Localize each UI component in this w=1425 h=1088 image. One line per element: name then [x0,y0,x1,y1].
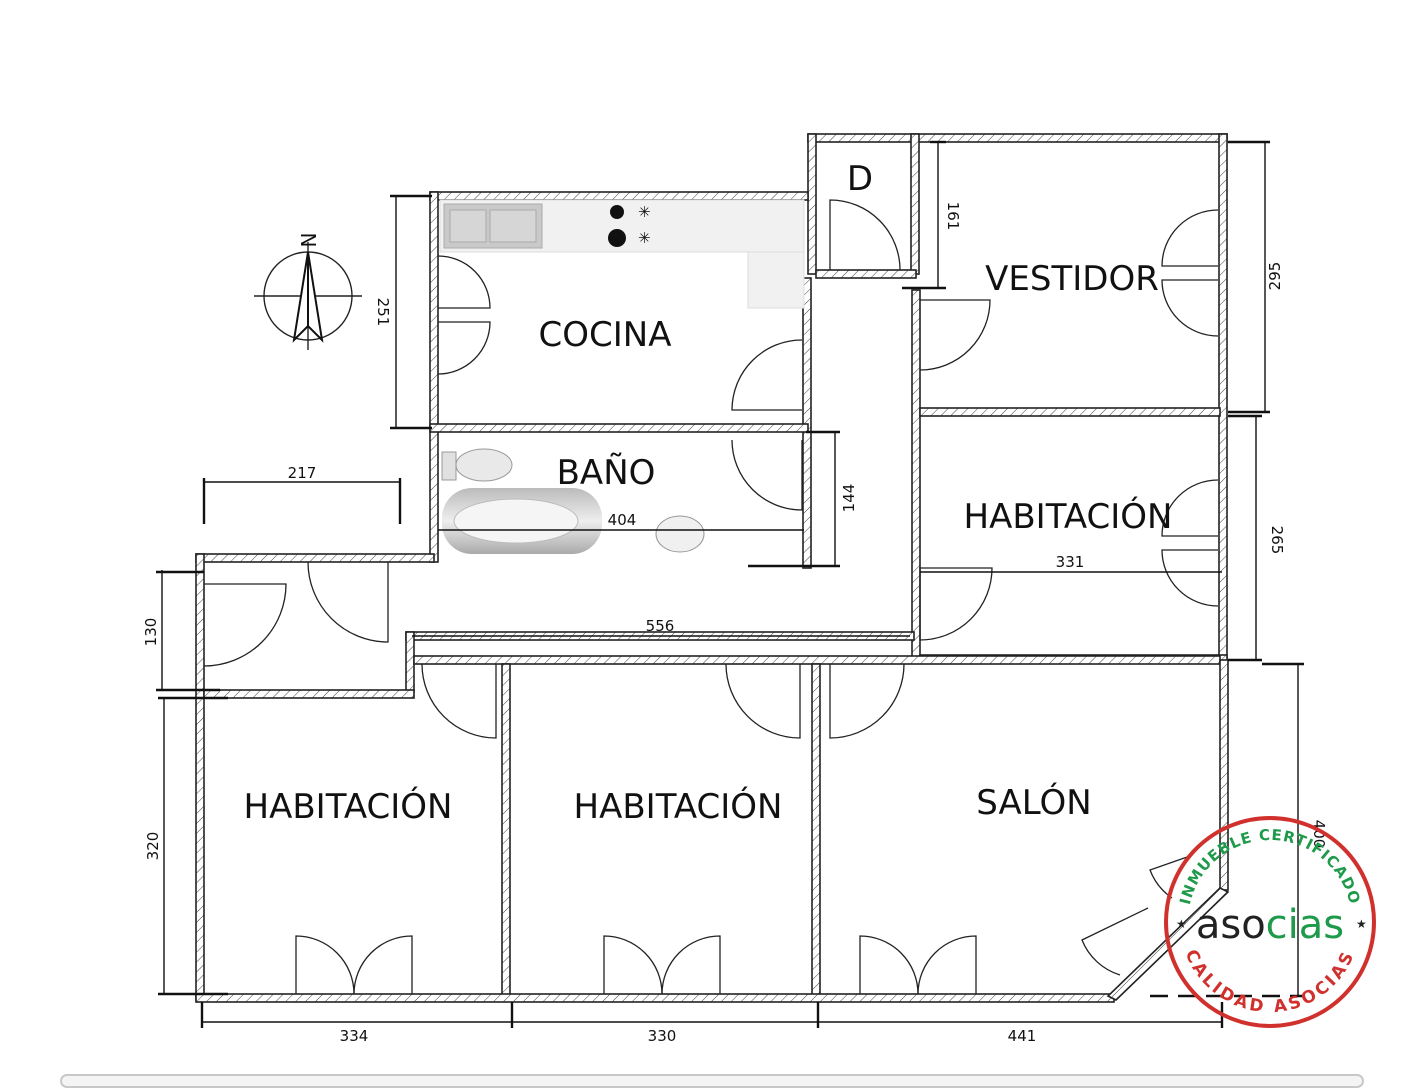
dim-320: 320 [144,832,162,861]
bathroom-fixtures [441,448,705,554]
dim-404: 404 [608,511,637,529]
bottom-scroll-bar[interactable] [60,1074,1364,1088]
dim-161: 161 [944,202,962,231]
badge-star-left-icon: ★ [1176,917,1187,931]
room-bano: BAÑO [557,453,656,493]
dim-217: 217 [288,464,317,482]
compass-north-label: N [297,233,321,248]
compass-icon: N [254,233,362,350]
dim-265: 265 [1268,526,1286,555]
room-cocina: COCINA [539,315,672,355]
badge-top-text: INMUEBLE CERTIFICADO [1176,826,1364,907]
room-d: D [847,159,873,199]
dim-330: 330 [648,1027,677,1045]
dim-334: 334 [340,1027,369,1045]
dim-130: 130 [142,618,160,647]
room-habitacion-mid: HABITACIÓN [574,786,783,827]
room-habitacion-left: HABITACIÓN [244,786,453,827]
dimension-labels: 161 295 251 144 404 217 265 331 556 130 … [142,202,1328,1045]
doors [203,199,1219,995]
svg-text:✳: ✳ [638,203,651,221]
dim-441: 441 [1008,1027,1037,1045]
dim-251: 251 [374,298,392,327]
dim-556: 556 [646,617,675,635]
room-habitacion-right: HABITACIÓN [964,496,1173,537]
room-salon: SALÓN [976,782,1091,823]
dim-295: 295 [1266,262,1284,291]
dim-144: 144 [840,484,858,513]
svg-text:✳: ✳ [638,229,651,247]
kitchen-counter: ✳ ✳ [439,199,805,309]
badge-star-right-icon: ★ [1356,917,1367,931]
dimension-lines [156,140,1304,1028]
badge-brand: asocias [1196,902,1344,948]
dim-331: 331 [1056,553,1085,571]
room-labels: D VESTIDOR COCINA BAÑO HABITACIÓN HABITA… [244,159,1173,827]
room-vestidor: VESTIDOR [985,259,1159,299]
